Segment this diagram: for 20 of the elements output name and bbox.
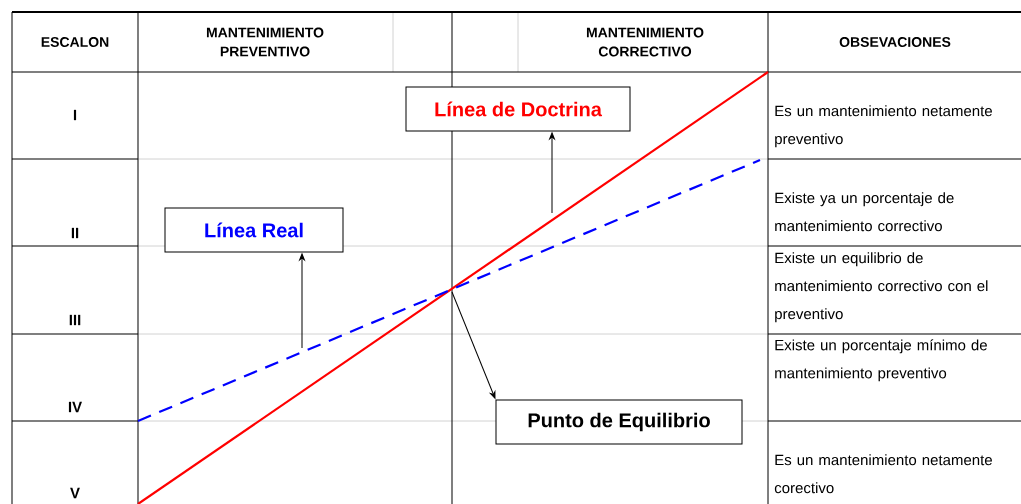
column-header: OBSEVACIONES bbox=[839, 37, 951, 47]
observation-text: Existe ya un porcentaje de mantenimiento correctivo bbox=[775, 192, 954, 232]
callout-box: Línea Real bbox=[164, 207, 344, 253]
row-number: I bbox=[73, 109, 77, 121]
observation-text: Es un mantenimiento netamente corectivo bbox=[774, 454, 992, 494]
arrow bbox=[549, 132, 555, 214]
observation-text: Es un mantenimiento netamente preventivo bbox=[775, 105, 992, 148]
row-number: V bbox=[70, 487, 80, 499]
observation-text: Existe un porcentaje mínimo de mantenimiento preventivo bbox=[775, 339, 987, 382]
column-header: MANTENIMIENTO CORRECTIVO bbox=[586, 27, 704, 57]
observation-text: Existe un equilibrio de mantenimiento correctivo con el preventivo bbox=[775, 252, 988, 323]
column-header: MANTENIMIENTO PREVENTIVO bbox=[206, 27, 324, 57]
row-number: III bbox=[69, 314, 81, 326]
column-header: ESCALON bbox=[41, 37, 109, 47]
row-number: II bbox=[71, 227, 79, 239]
callout-box: Punto de Equilibrio bbox=[495, 399, 743, 445]
arrow bbox=[451, 291, 496, 399]
row-number: IV bbox=[68, 401, 82, 413]
arrow bbox=[299, 253, 305, 349]
callout-box: Línea de Doctrina bbox=[405, 86, 631, 132]
